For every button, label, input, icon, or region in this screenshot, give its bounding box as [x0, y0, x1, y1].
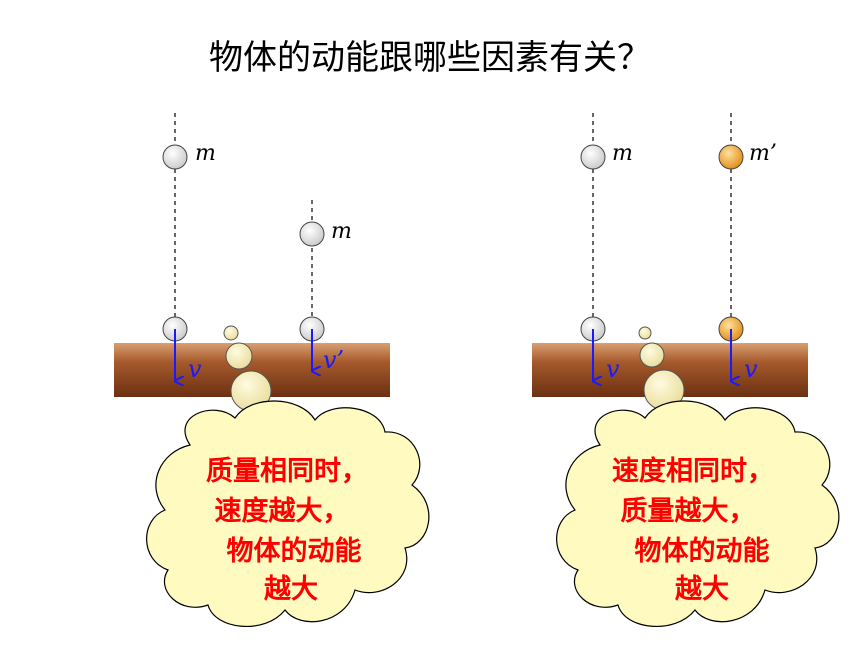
conclusion-line: 越大 — [264, 574, 318, 605]
conclusion-cloud-left — [146, 400, 430, 628]
velocity-label: v — [606, 355, 620, 383]
splash-bubble — [225, 342, 253, 370]
left-panel: m m v v’ 质量相同时， 速度越大， 物体的动能 越大 — [114, 113, 430, 628]
velocity-label: v — [744, 355, 758, 383]
velocity-label: v’ — [323, 346, 344, 374]
label-m: m — [331, 219, 352, 244]
conclusion-line: 质量越大， — [621, 496, 756, 527]
conclusion-line: 物体的动能 — [227, 535, 362, 567]
splash-bubble — [639, 342, 665, 368]
ball-m-mid — [299, 221, 325, 247]
conclusion-cloud-right — [556, 400, 840, 628]
conclusion-line: 速度相同时， — [612, 455, 774, 487]
ball-m-prime-top — [718, 144, 744, 170]
conclusion-line: 速度越大， — [215, 495, 350, 527]
ball-m-top — [162, 144, 188, 170]
conclusion-line: 物体的动能 — [635, 535, 770, 567]
velocity-label: v — [188, 355, 202, 383]
conclusion-line: 质量相同时， — [206, 456, 368, 487]
label-m-prime: m’ — [749, 141, 777, 166]
label-m: m — [195, 141, 216, 166]
right-panel: m m’ v v 速度相同时， 质量越大， 物体的动能 越大 — [532, 113, 840, 628]
splash-bubble — [223, 325, 239, 341]
splash-bubble — [638, 326, 652, 340]
page-title: 物体的动能跟哪些因素有关？ — [209, 38, 651, 78]
conclusion-line: 越大 — [675, 574, 729, 605]
ball-m-top — [580, 144, 606, 170]
label-m: m — [612, 141, 633, 166]
